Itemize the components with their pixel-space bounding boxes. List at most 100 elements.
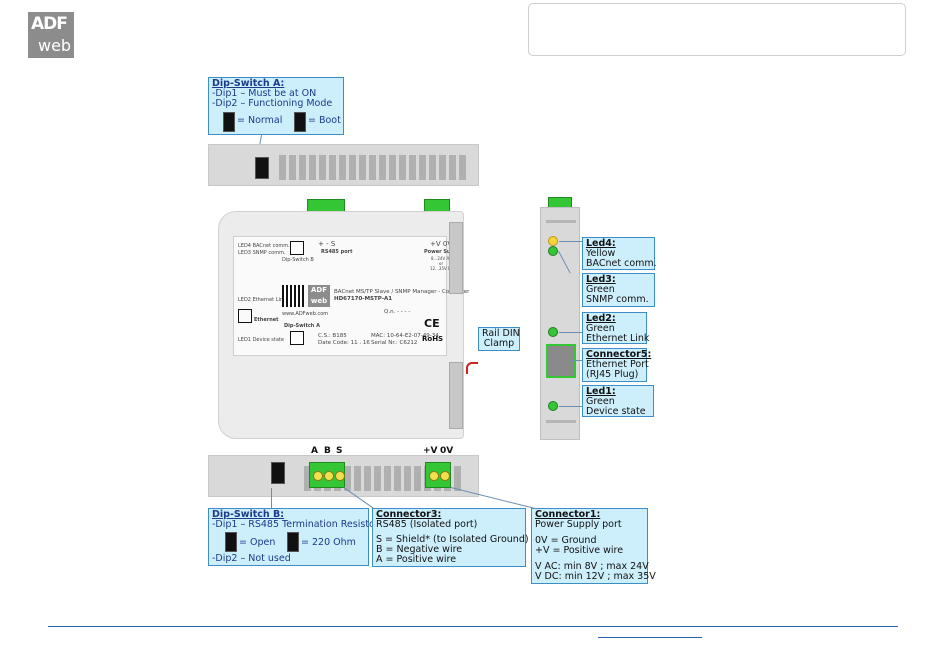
dip-normal-icon	[223, 112, 235, 132]
heatsink-fin	[369, 155, 376, 180]
rohs-mark: RoHS	[422, 335, 444, 343]
dip-switch-a-icon	[255, 157, 269, 179]
heatsink-fin	[429, 155, 436, 180]
led2-callout: Led2: Green Ethernet Link	[582, 312, 649, 344]
connector1-line: Power Supply port	[535, 519, 622, 530]
device-pwr-text: Power Supply	[424, 249, 463, 255]
heatsink-fin	[459, 155, 466, 180]
dip-switch-a-callout: Dip-Switch A: -Dip1 – Must be at ON -Dip…	[208, 77, 344, 135]
device-site: www.ADFweb.com	[282, 311, 329, 317]
footer-rule	[48, 626, 898, 627]
label-0v: 0V	[440, 446, 454, 456]
dip-switch-a-line: -Dip1 – Must be at ON	[212, 88, 317, 99]
led4-leader	[559, 241, 582, 242]
device-led3-text: LED3 SNMP comm.	[238, 250, 286, 256]
label-s: S	[336, 446, 343, 456]
led4-title: Led4:	[586, 238, 616, 249]
dip-b-leader	[271, 488, 272, 508]
heatsink-fin	[359, 155, 366, 180]
heatsink-fin	[454, 466, 461, 491]
side-slot	[449, 222, 463, 294]
dip-switch-a-print	[290, 331, 304, 345]
led1-icon	[548, 401, 558, 411]
device-pwr-spec: 12...35V DC	[430, 266, 454, 271]
pin-icon	[335, 471, 345, 481]
device-dipb-text: Dip-Switch B	[282, 257, 314, 263]
connector5-line: (RJ45 Plug)	[586, 369, 639, 380]
device-top-view	[208, 144, 479, 186]
dip-switch-b-line: -Dip1 – RS485 Termination Resistor	[212, 519, 379, 530]
connector3-line: S = Shield* (to Isolated Ground)	[376, 534, 529, 545]
device-model: HD67170-MSTP-A1	[334, 296, 393, 302]
heatsink-fin	[414, 466, 421, 491]
led1-title: Led1:	[586, 386, 616, 397]
label-pv: +V	[423, 446, 438, 456]
ce-mark: CE	[424, 317, 440, 330]
led3-title: Led3:	[586, 274, 616, 285]
dip-220-icon	[287, 532, 299, 552]
heatsink-fin	[309, 155, 316, 180]
heatsink-fin	[339, 155, 346, 180]
connector3-title: Connector3:	[376, 509, 442, 520]
device-qn: Q.n. - - - -	[384, 309, 411, 315]
footer-link-underline[interactable]	[598, 637, 702, 638]
led3-icon	[548, 246, 558, 256]
side-groove	[546, 420, 576, 423]
heatsink-fin	[354, 466, 361, 491]
device-led2-text: LED2 Ethernet Link	[238, 297, 286, 303]
device-led1-text: LED1 Device state	[238, 337, 284, 343]
led3-line: Green	[586, 284, 615, 295]
connector3-line: A = Positive wire	[376, 554, 457, 565]
pin-icon	[313, 471, 323, 481]
heatsink-fin	[279, 155, 286, 180]
connector1-title: Connector1:	[535, 509, 601, 520]
dip-boot-label: = Boot	[308, 115, 341, 126]
heatsink-fin	[374, 466, 381, 491]
device-pwr-spec: 8...24V AC	[431, 256, 452, 261]
device-mac: MAC: 10-64-E2-07-49-34	[371, 333, 439, 339]
device-serial: Serial Nr.: C6212	[371, 340, 418, 346]
heatsink-fin	[449, 155, 456, 180]
logo-text-adf: ADF	[31, 14, 68, 34]
connector5-title: Connector5:	[586, 349, 652, 360]
led1-line: Green	[586, 396, 615, 407]
rs485-bottom-terminal	[309, 462, 345, 488]
side-slot	[449, 362, 463, 429]
connector3-callout: Connector3: RS485 (Isolated port) S = Sh…	[372, 508, 529, 567]
pin-icon	[324, 471, 334, 481]
heatsink-fin	[364, 466, 371, 491]
led4-icon	[548, 236, 558, 246]
connector1-line: V AC: min 8V ; max 24V	[535, 561, 649, 572]
heatsink-fin	[304, 466, 311, 491]
connector1-callout: Connector1: Power Supply port 0V = Groun…	[531, 508, 656, 584]
device-dipa-text: Dip-Switch A	[284, 323, 320, 329]
led2-title: Led2:	[586, 313, 616, 324]
heatsink-fin	[439, 155, 446, 180]
led3-callout: Led3: Green SNMP comm.	[582, 273, 655, 307]
device-label-panel: LED4 BACnet comm. LED3 SNMP comm. Dip-Sw…	[233, 236, 469, 356]
pin-icon	[429, 471, 439, 481]
ethernet-print-icon	[238, 309, 252, 323]
connector1-line: 0V = Ground	[535, 535, 597, 546]
dip-switch-b-icon	[271, 462, 285, 484]
device-date: Date Code: 11 . 16	[318, 340, 370, 346]
heatsink-fin	[399, 155, 406, 180]
dip-switch-b-last: -Dip2 – Not used	[212, 553, 291, 564]
dip-open-label: = Open	[239, 537, 276, 548]
led2-leader	[559, 332, 582, 333]
device-rs485-pins: + - S	[318, 240, 336, 248]
header-box	[528, 3, 906, 56]
heatsink-fin	[419, 155, 426, 180]
heatsink-fin	[289, 155, 296, 180]
rj45-port-icon	[546, 344, 576, 378]
adfweb-logo: ADF web	[28, 12, 74, 58]
dip-switch-b-title: Dip-Switch B:	[212, 509, 285, 520]
rail-din-line: Clamp	[483, 338, 515, 349]
side-groove	[546, 220, 576, 223]
device-cs: C.S.: B185	[318, 333, 347, 339]
heatsink-fin	[299, 155, 306, 180]
led4-line: Yellow	[586, 248, 616, 259]
logo-text-web: web	[38, 36, 72, 55]
led4-line: BACnet comm.	[586, 258, 657, 269]
connector5-callout: Connector5: Ethernet Port (RJ45 Plug)	[582, 348, 652, 382]
